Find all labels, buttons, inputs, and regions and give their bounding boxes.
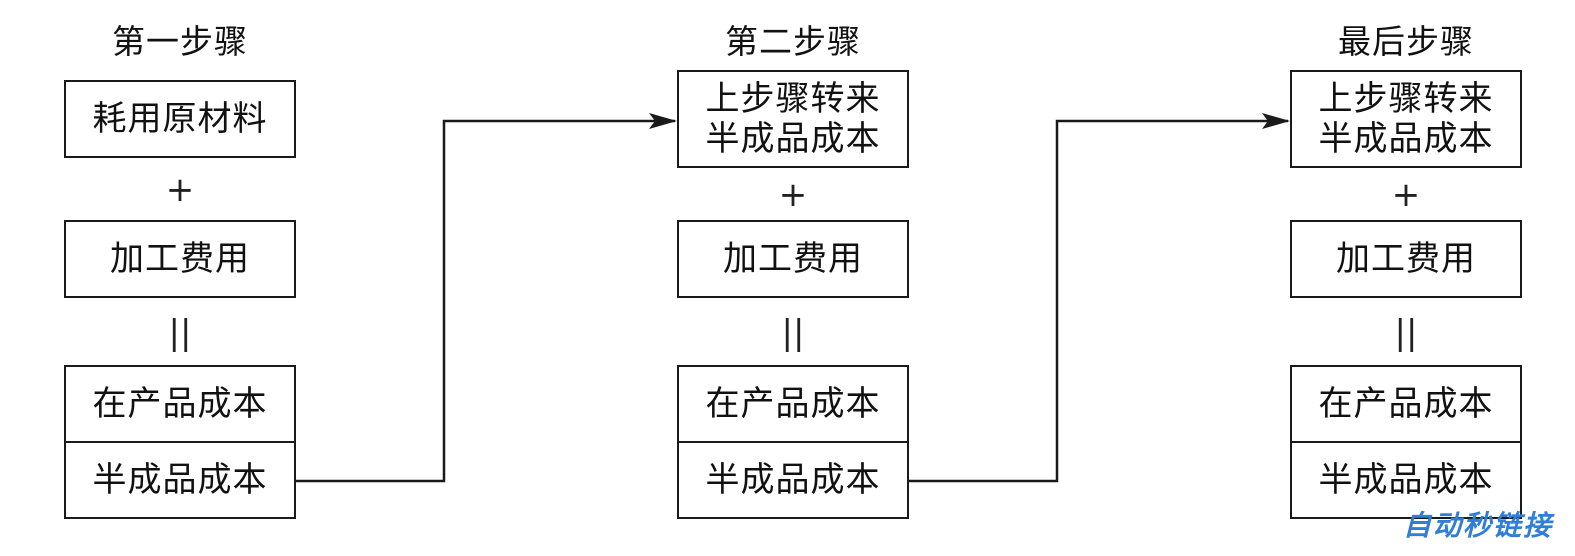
transferred-line-1: 上步骤转来 xyxy=(705,79,881,119)
column-3-semi-finished-cost-box: 半成品成本 xyxy=(1290,441,1522,519)
column-1-title: 第一步骤 xyxy=(112,22,248,61)
column-3-title: 最后步骤 xyxy=(1338,22,1474,61)
column-1-plus-sign: + xyxy=(165,170,195,210)
column-1-semi-finished-cost-box: 半成品成本 xyxy=(64,441,296,519)
connector-arrow-2-to-3 xyxy=(909,113,1290,483)
column-3-equals-sign: || xyxy=(1394,313,1418,353)
transferred-line-2: 半成品成本 xyxy=(1318,119,1494,159)
transferred-line-1: 上步骤转来 xyxy=(1318,79,1494,119)
column-3-plus-sign: + xyxy=(1391,175,1421,215)
column-2-equals-sign: || xyxy=(781,313,805,353)
column-1-raw-material-box: 耗用原材料 xyxy=(64,80,296,158)
column-3-wip-cost-box: 在产品成本 xyxy=(1290,365,1522,443)
column-1-equals-sign: || xyxy=(168,313,192,353)
raw-material-label: 耗用原材料 xyxy=(92,99,268,139)
column-2-wip-cost-box: 在产品成本 xyxy=(677,365,909,443)
column-2-plus-sign: + xyxy=(778,175,808,215)
column-3-processing-cost-box: 加工费用 xyxy=(1290,220,1522,298)
column-3-transferred-cost-box: 上步骤转来 半成品成本 xyxy=(1290,70,1522,168)
column-2-transferred-cost-box: 上步骤转来 半成品成本 xyxy=(677,70,909,168)
column-2-processing-cost-box: 加工费用 xyxy=(677,220,909,298)
connector-arrow-1-to-2 xyxy=(296,113,677,483)
column-1-processing-cost-box: 加工费用 xyxy=(64,220,296,298)
column-2-semi-finished-cost-box: 半成品成本 xyxy=(677,441,909,519)
watermark-text: 自动秒链接 xyxy=(1402,509,1553,542)
transferred-line-2: 半成品成本 xyxy=(705,119,881,159)
column-2-title: 第二步骤 xyxy=(725,22,861,61)
